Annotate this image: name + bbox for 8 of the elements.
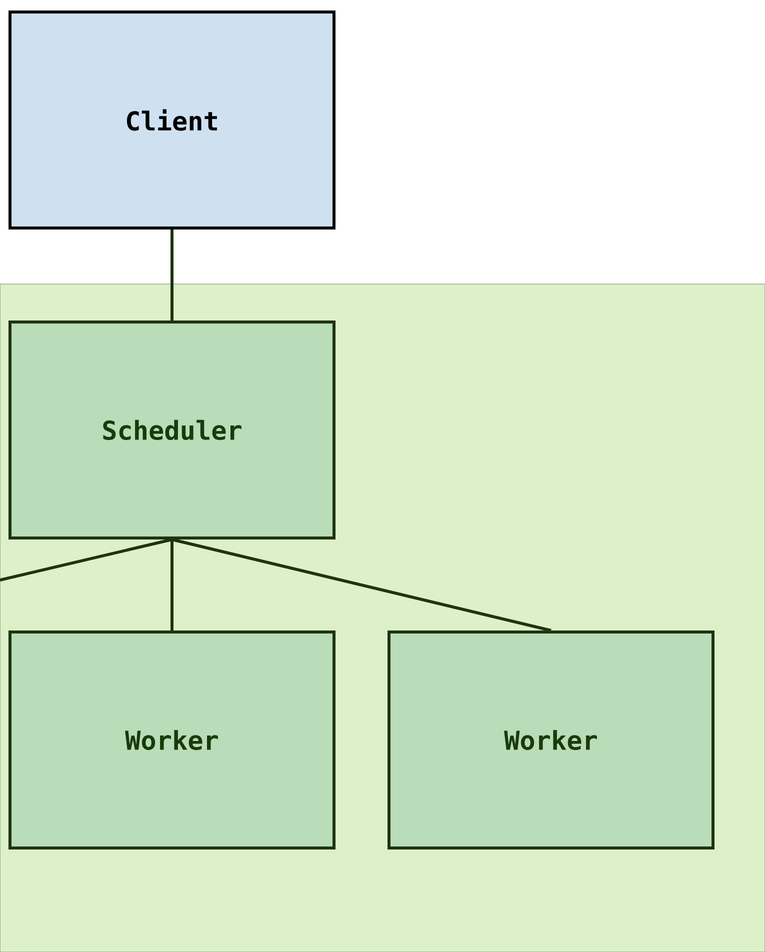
connector-line: [0, 538, 172, 582]
process-box: Client: [8, 10, 336, 230]
process-box: Scheduler: [8, 320, 336, 540]
connector-line: [170, 540, 174, 630]
process-box: Worker: [388, 630, 714, 850]
connector-line: [172, 538, 552, 632]
connector-line: [170, 230, 174, 320]
process-box: Worker: [8, 630, 336, 850]
